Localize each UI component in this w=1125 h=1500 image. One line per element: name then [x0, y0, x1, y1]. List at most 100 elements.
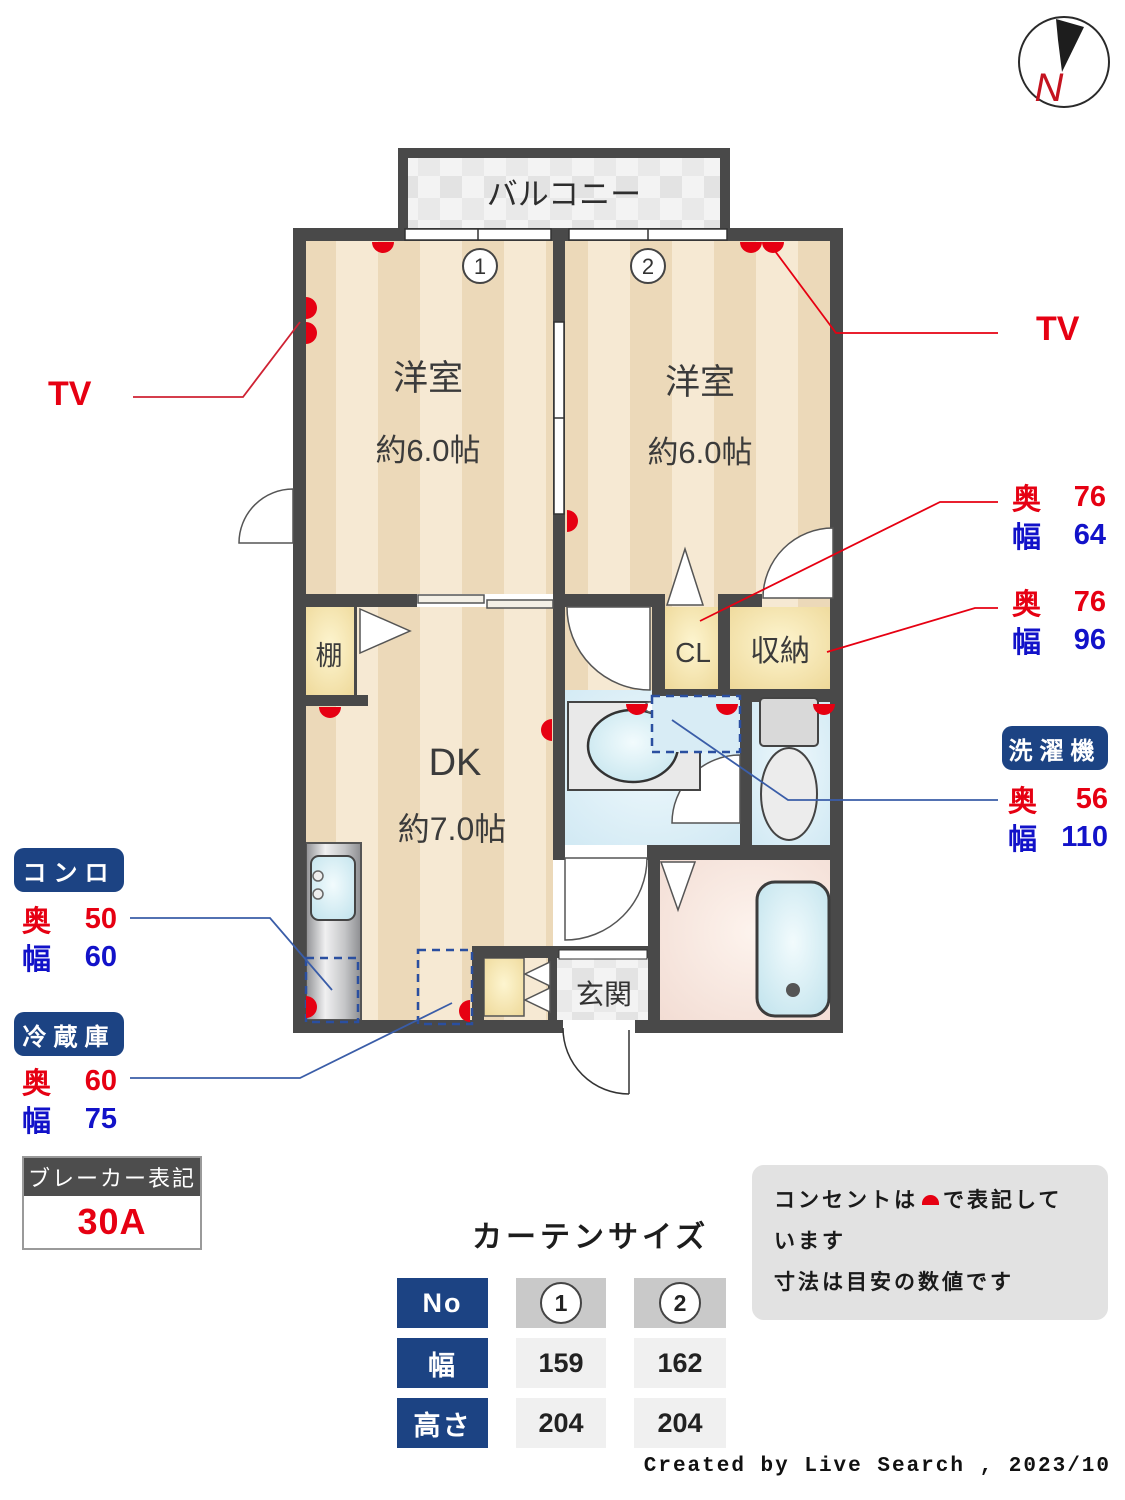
stove-space: [304, 956, 360, 1024]
washer-leader: [671, 719, 998, 801]
north-label: N: [1035, 66, 1064, 110]
toilet-bowl: [760, 747, 818, 841]
closet-dimensions: 奥 76 幅 64: [1012, 478, 1106, 555]
notes-box: コンセントはで表記しています 寸法は目安の数値です: [752, 1165, 1108, 1320]
storage-floor: [730, 607, 830, 689]
depth-value: 56: [1075, 782, 1108, 815]
shelf-floor: [304, 607, 356, 695]
table-row-width-label: 幅: [397, 1338, 488, 1388]
width-label: 幅: [1012, 522, 1043, 554]
entrance-step: [558, 949, 648, 960]
shoebox-door-mark-1: [523, 960, 551, 988]
tv-label-left: TV: [48, 375, 92, 413]
balcony: バルコニー: [398, 148, 730, 235]
closet-folding-door: [665, 546, 705, 606]
bedroom-1-floor: [306, 240, 553, 594]
depth-label: 奥: [22, 1068, 53, 1100]
entrance-door-arc: [562, 1027, 630, 1095]
depth-label: 奥: [1012, 484, 1043, 516]
outlet-symbol: [922, 1195, 939, 1205]
table-width-value-1: 159: [516, 1338, 606, 1388]
table-header-curtain-2: 2: [634, 1278, 726, 1328]
width-value: 96: [1073, 623, 1106, 656]
bedroom2-door-arc: [566, 606, 651, 691]
curtain-1-circle: [462, 248, 498, 284]
breaker-box: ブレーカー表記 30A: [22, 1156, 202, 1250]
table-header-no: No: [397, 1278, 488, 1328]
width-value: 110: [1061, 820, 1108, 853]
compass: N: [1018, 16, 1110, 110]
room-labels: 1 2 洋室 約6.0帖 洋室 約6.0帖 DK 約7.0帖 CL 収納 棚 玄…: [316, 248, 810, 1010]
entrance-label: 玄関: [576, 979, 632, 1010]
bathtub-drain: [786, 983, 800, 997]
bedroom-1-size: 約6.0帖: [375, 433, 480, 468]
tv-right-leader: [771, 246, 998, 334]
shelf-label: 棚: [316, 641, 343, 671]
curtain-2-number: 2: [642, 254, 654, 279]
notes-line-2: 寸法は目安の数値です: [774, 1270, 1014, 1294]
width-label: 幅: [1012, 627, 1043, 659]
bedroom-2-floor: [565, 240, 830, 594]
width-label: 幅: [22, 944, 53, 976]
leader-lines: [130, 246, 998, 1079]
doors: [238, 488, 834, 1095]
balcony-label: バルコニー: [487, 177, 641, 212]
closet-dim-leader: [699, 501, 998, 622]
bedroom-2-name: 洋室: [665, 363, 735, 402]
closet-label: CL: [675, 637, 711, 668]
north-arrow: [1056, 19, 1084, 72]
width-value: 64: [1073, 518, 1106, 551]
fridge-leader: [130, 1002, 453, 1079]
washer-badge: 洗濯機: [1002, 726, 1108, 770]
entrance-floor: [557, 958, 648, 1020]
dk-size: 約7.0帖: [398, 811, 507, 847]
shoebox-door-mark-2: [523, 986, 551, 1014]
dk-name: DK: [429, 742, 482, 784]
kitchen-faucet-2: [312, 888, 324, 900]
shelf-door-mark: [359, 607, 412, 655]
fixtures: [304, 694, 831, 1026]
bedroom-1-name: 洋室: [393, 359, 463, 398]
depth-value: 76: [1073, 585, 1106, 618]
curtain-1-number: 1: [474, 254, 486, 279]
depth-label: 奥: [1008, 786, 1039, 818]
table-header-curtain-1: 1: [516, 1278, 606, 1328]
stove-dimensions: 奥 50 幅 60: [22, 900, 117, 977]
footer-credit: Created by Live Search , 2023/10: [643, 1455, 1111, 1478]
table-width-value-2: 162: [634, 1338, 726, 1388]
storage-dim-leader: [826, 607, 998, 653]
curtain-table: No 1 2 幅 159 162 高さ 204 204: [397, 1278, 726, 1448]
breaker-value: 30A: [77, 1201, 147, 1242]
depth-value: 60: [84, 1064, 117, 1097]
notes-line-1: コンセントはで表記しています: [774, 1189, 1063, 1253]
width-value: 60: [84, 940, 117, 973]
stove-badge: コンロ: [14, 848, 124, 892]
curtain-1-circled-number: 1: [540, 1282, 582, 1324]
stove-leader: [130, 917, 333, 991]
table-height-value-2: 204: [634, 1398, 726, 1448]
curtain-2-circle: [630, 248, 666, 284]
width-value: 75: [84, 1102, 117, 1135]
storage-label: 収納: [750, 635, 810, 668]
tv-label-right: TV: [1036, 310, 1080, 348]
kitchen-faucet-1: [312, 870, 324, 882]
breaker-title: ブレーカー表記: [24, 1158, 200, 1196]
depth-label: 奥: [1012, 589, 1043, 621]
depth-label: 奥: [22, 906, 53, 938]
table-row-height-label: 高さ: [397, 1398, 488, 1448]
toilet-tank: [759, 697, 819, 747]
tv-left-leader: [133, 321, 301, 398]
shoebox-floor: [483, 957, 525, 1017]
table-height-value-1: 204: [516, 1398, 606, 1448]
washroom-door-arc: [564, 857, 648, 941]
bedroom-2-size: 約6.0帖: [647, 435, 752, 470]
depth-value: 50: [84, 902, 117, 935]
bath-folding-door: [659, 861, 697, 913]
fridge-badge: 冷蔵庫: [14, 1012, 124, 1056]
curtain-2-circled-number: 2: [659, 1282, 701, 1324]
depth-value: 76: [1073, 480, 1106, 513]
